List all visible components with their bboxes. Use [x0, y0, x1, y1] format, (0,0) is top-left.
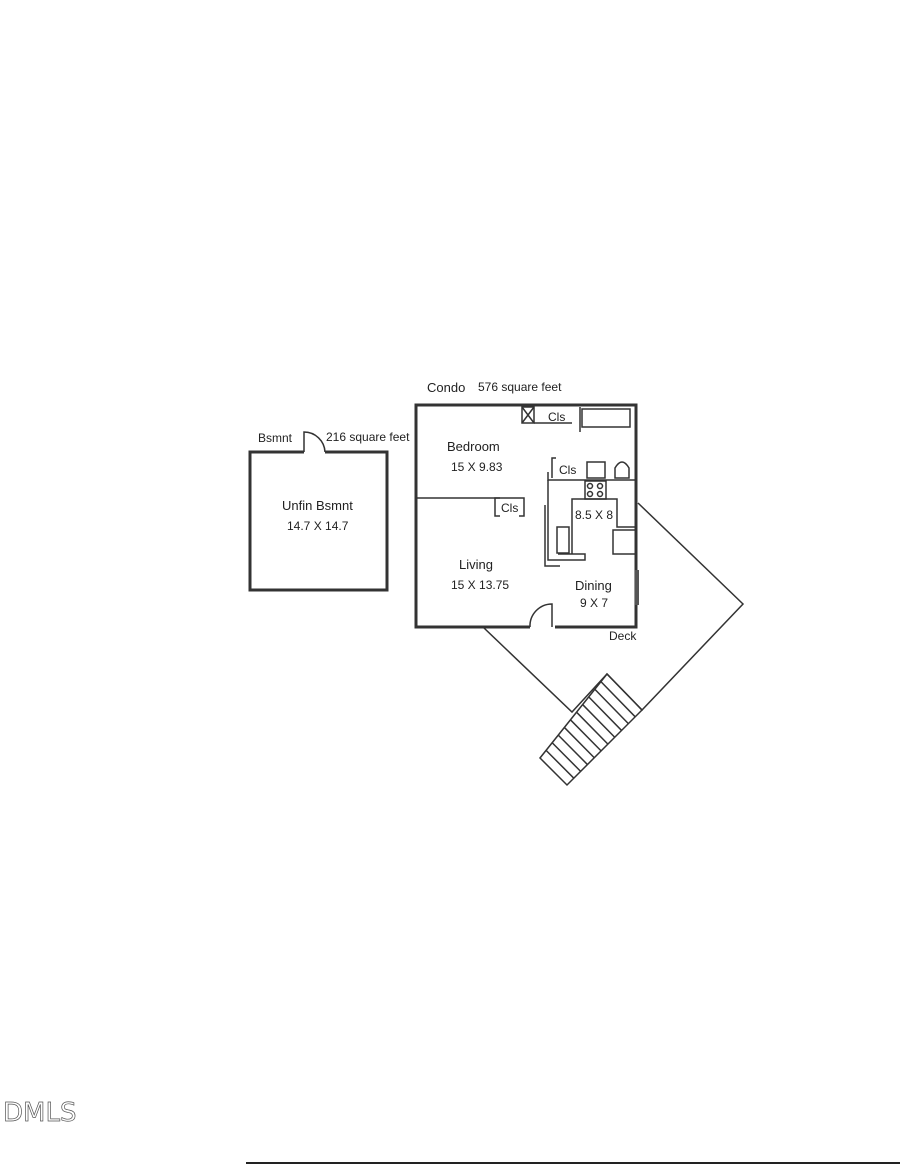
stair-tread: [582, 704, 616, 738]
deck: Deck: [483, 502, 745, 787]
fridge-icon: [556, 526, 570, 554]
stair-tread: [545, 749, 575, 779]
kitchen-dims: 8.5 X 8: [575, 508, 613, 522]
condo-walls: [414, 403, 638, 629]
bathtub-icon: [581, 408, 631, 428]
stairs-outline: [538, 672, 644, 787]
bedroom-living-wall: [416, 497, 525, 517]
kitchen-counter-outer: [544, 505, 560, 567]
deck-label: Deck: [609, 629, 637, 643]
dining-dims: 9 X 7: [580, 596, 608, 610]
bedroom-dims: 15 X 9.83: [451, 460, 503, 474]
stair-tread: [569, 719, 602, 752]
basement-area: 216 square feet: [326, 430, 410, 444]
basement-walls: [248, 450, 389, 592]
pantry: [612, 529, 637, 555]
sink-icon: [586, 461, 606, 479]
stair-tread: [588, 696, 623, 731]
kitchen-inner-wall: [571, 498, 636, 554]
stairs: [538, 672, 644, 787]
stair-tread: [551, 742, 582, 772]
basement-room-label: Unfin Bsmnt: [282, 498, 353, 513]
closet-label-2: Cls: [559, 463, 576, 477]
living-label: Living: [459, 557, 493, 572]
kitchen-counter-left: [547, 480, 586, 561]
stair-tread: [563, 726, 595, 759]
closet-label-3: Cls: [501, 501, 518, 515]
closet-label-1: Cls: [548, 410, 565, 424]
dining-label: Dining: [575, 578, 612, 593]
closet-bracket: [551, 457, 556, 478]
basement-title: Bsmnt: [258, 431, 293, 445]
basement-room-dims: 14.7 X 14.7: [287, 519, 349, 533]
watermark-logo: DMLS: [3, 1098, 76, 1128]
living-dims: 15 X 13.75: [451, 578, 509, 592]
basement-door: [303, 431, 326, 453]
entry-door: [529, 603, 553, 628]
basement: Bsmnt 216 square feet Unfin Bsmnt 14.7 X…: [248, 430, 410, 592]
living-closet-bracket: [494, 497, 500, 517]
hvac-icon: [521, 406, 535, 424]
hvac-unit: [521, 406, 535, 424]
stair-tread: [557, 734, 588, 766]
condo: Condo 576 square feet Cls Cls Cls Bedroo…: [414, 380, 639, 629]
stair-tread: [594, 688, 629, 725]
stair-tread: [576, 711, 609, 745]
toilet-icon: [614, 461, 630, 479]
stair-tread: [600, 681, 636, 718]
bedroom-label: Bedroom: [447, 439, 500, 454]
condo-area: 576 square feet: [478, 380, 562, 394]
condo-title: Condo: [427, 380, 465, 395]
